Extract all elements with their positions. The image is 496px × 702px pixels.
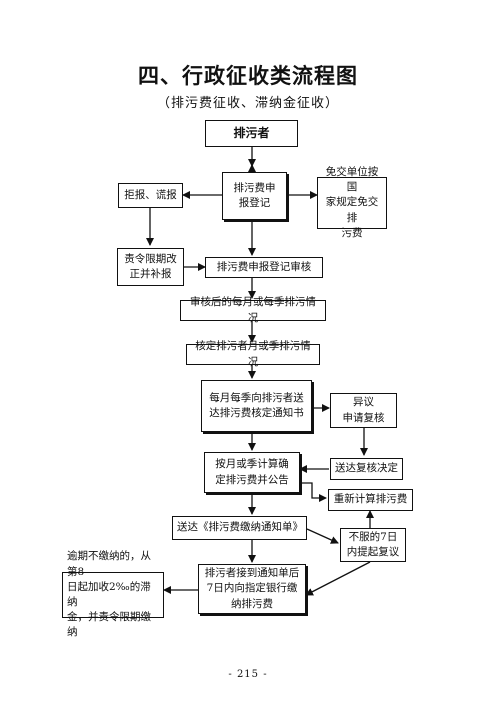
node-pay: 排污者接到通知单后 7日内向指定银行缴 纳排污费 — [198, 564, 306, 614]
node-register: 排污费申 报登记 — [222, 172, 287, 220]
node-notice-send: 每月每季向排污者送 达排污费核定通知书 — [201, 380, 312, 432]
node-objection: 异议 申请复核 — [330, 393, 397, 428]
node-calculate: 按月或季计算确 定排污费并公告 — [204, 452, 300, 493]
node-payment-notice: 送达《排污费缴纳通知单》 — [172, 516, 307, 540]
node-refuse: 拒报、谎报 — [118, 183, 183, 208]
arrow-dissatisfied-pay — [305, 561, 371, 596]
page-number: - 215 - — [228, 669, 268, 680]
node-review-decision: 送达复核决定 — [330, 458, 403, 480]
node-correct: 责令限期改 正并补报 — [117, 248, 184, 286]
node-determine-situation: 核定排污者月或季排污情况 — [186, 340, 320, 368]
page-title: 四、行政征收类流程图 — [138, 63, 358, 88]
node-overdue: 逾期不缴纳的，从第8 日起加收2‰的滞纳 金，并责令限期缴纳 — [62, 550, 164, 638]
node-exempt: 免交单位按国 家规定免交排 污费 — [317, 166, 387, 239]
arrow-payment-dissatisfied — [306, 528, 339, 544]
page-subtitle: （排污费征收、滞纳金征收） — [156, 96, 339, 111]
node-review-register: 排污费申报登记审核 — [205, 257, 323, 278]
node-recalculate: 重新计算排污费 — [328, 489, 413, 511]
node-dissatisfied: 不服的7日 内提起复议 — [340, 528, 406, 562]
arrow-calculate-recalculate — [300, 482, 327, 502]
node-polluter: 排污者 — [205, 120, 298, 147]
node-monthly-situation: 审核后的每月或每季排污情况 — [180, 296, 326, 324]
